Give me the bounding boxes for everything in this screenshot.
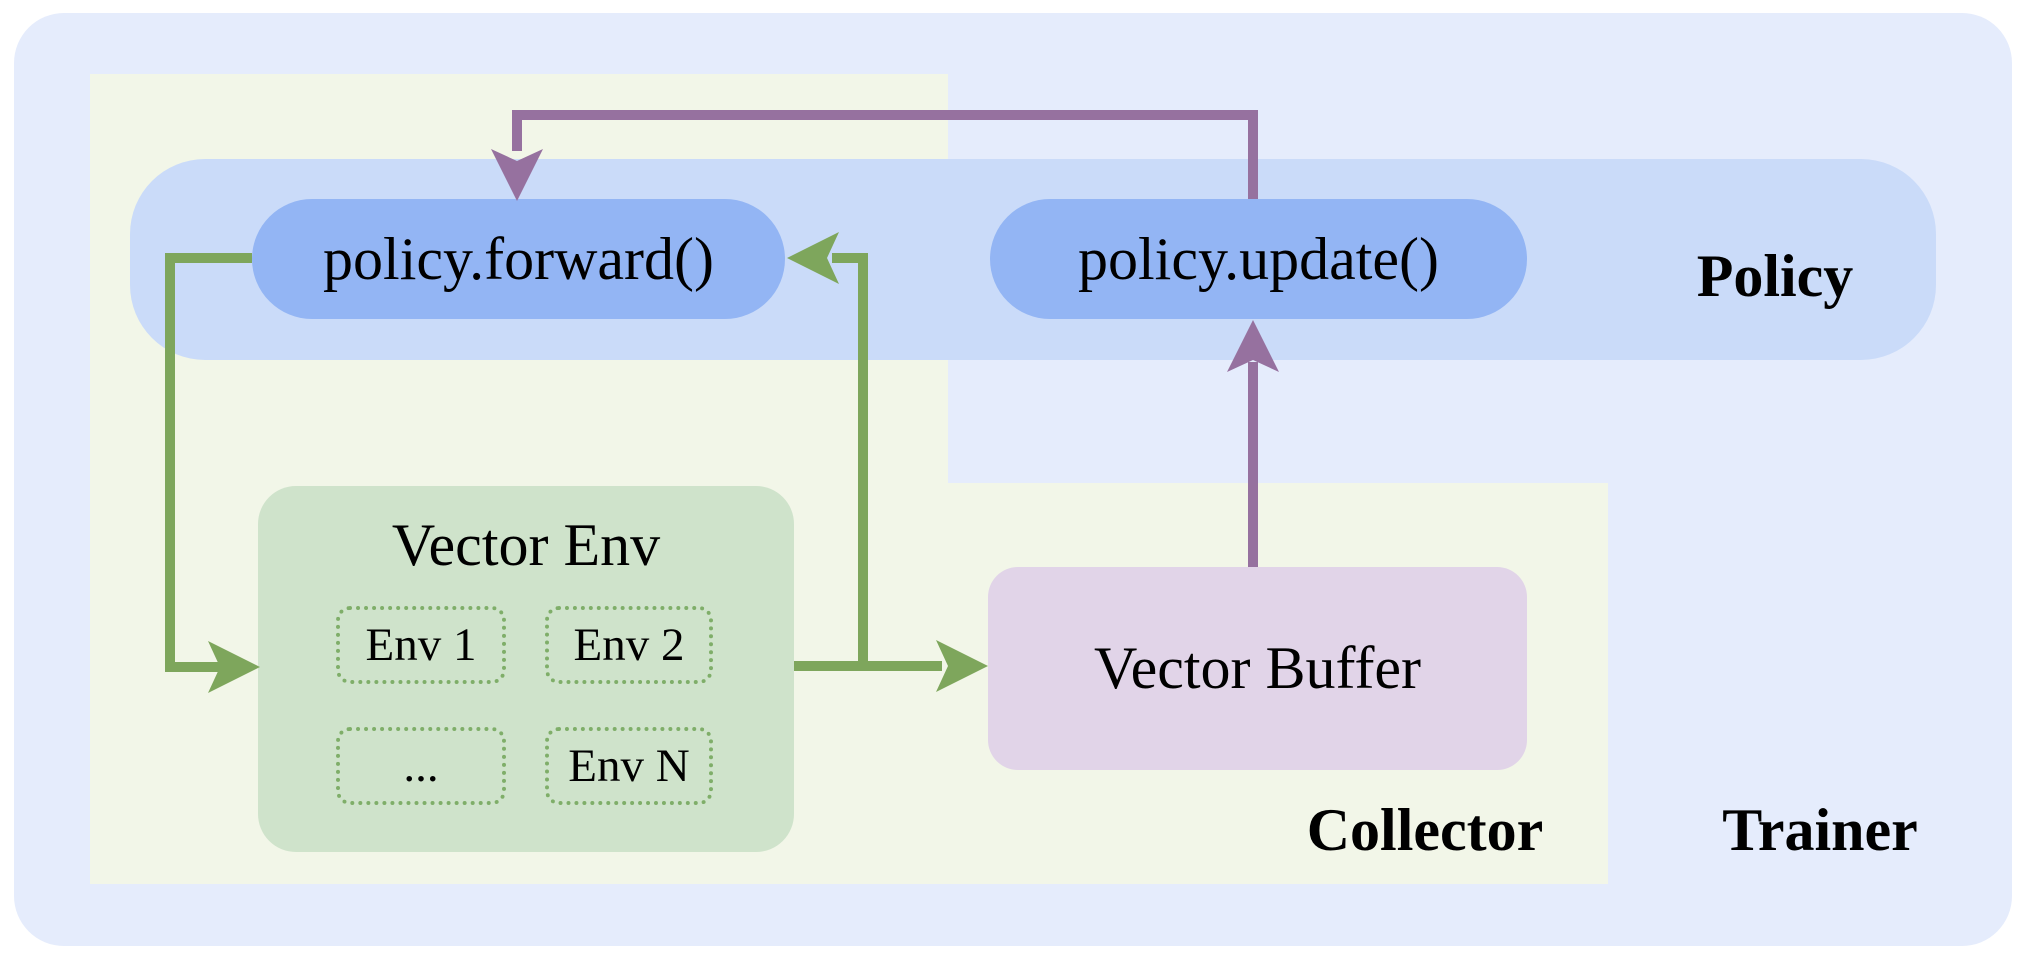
env-cell-2-label: Env 2 [573, 619, 685, 671]
env-cell-1-label: Env 1 [365, 619, 477, 671]
env-cell-ellipsis: ... [336, 727, 506, 805]
policy-forward-label: policy.forward() [323, 225, 714, 292]
env-cell-ellipsis-label: ... [403, 740, 439, 792]
collector-region-label: Collector [1306, 797, 1544, 863]
policy-update-label: policy.update() [1078, 225, 1439, 292]
vector-env-box: Vector Env Env 1 Env 2 ... Env N [258, 486, 794, 852]
policy-forward-node: policy.forward() [252, 199, 785, 319]
env-cell-2: Env 2 [545, 606, 713, 684]
policy-update-node: policy.update() [990, 199, 1527, 319]
vector-env-title: Vector Env [391, 512, 661, 578]
trainer-region-label: Trainer [1722, 797, 1918, 863]
env-cell-n: Env N [545, 727, 713, 805]
vector-buffer-label: Vector Buffer [1093, 635, 1422, 701]
vector-buffer-box: Vector Buffer [988, 567, 1527, 770]
policy-region-label: Policy [1696, 243, 1854, 309]
env-cell-n-label: Env N [568, 740, 690, 792]
env-cell-1: Env 1 [336, 606, 506, 684]
